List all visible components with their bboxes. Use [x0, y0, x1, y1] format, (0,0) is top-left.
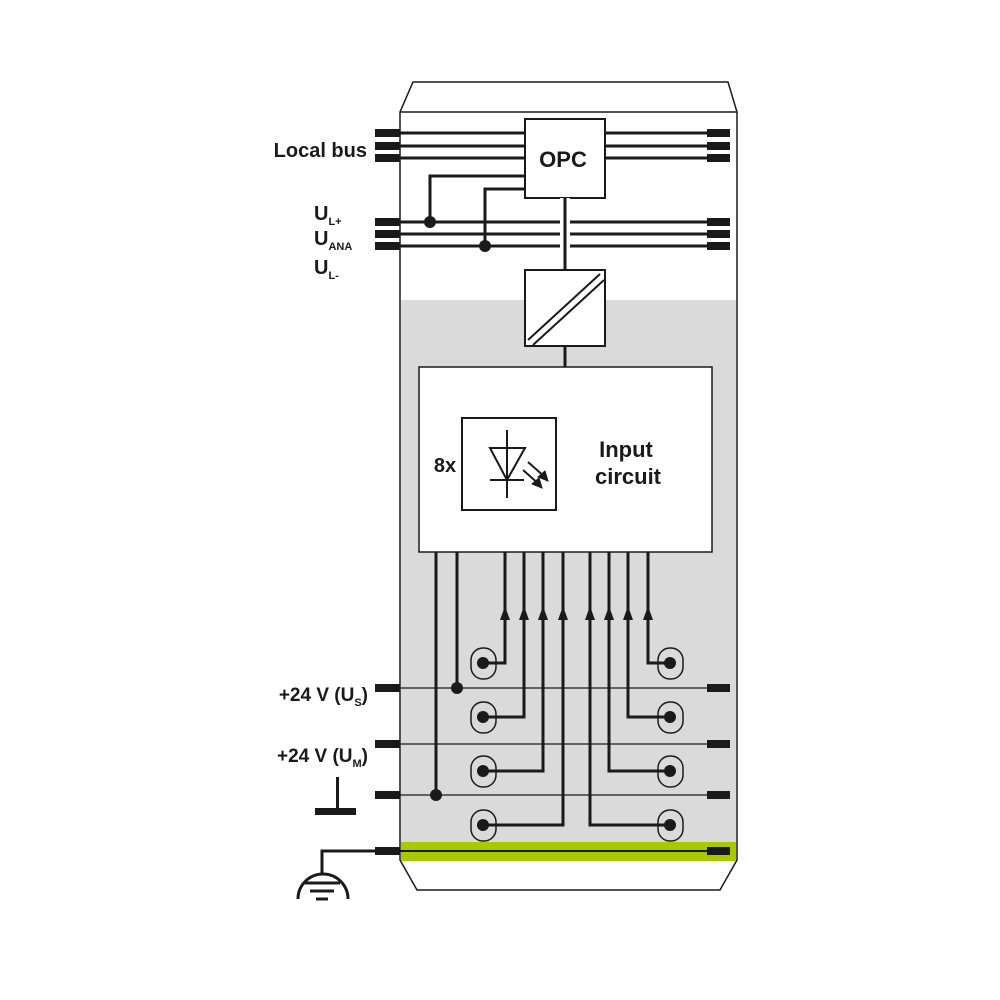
local-bus-lines: [400, 131, 710, 160]
us-label: +24 V (US): [279, 685, 368, 709]
functional-ground-icon: [315, 777, 356, 815]
optocoupler-box: [461, 417, 557, 511]
supply-lines: [400, 174, 710, 248]
opc-label: OPC: [539, 147, 587, 172]
light-arrow-icon: [531, 477, 543, 489]
junction-dots: [424, 216, 676, 831]
ul-plus-label: UL+: [314, 203, 342, 228]
local-bus-label: Local bus: [274, 140, 367, 162]
um-label: +24 V (UM): [277, 746, 368, 770]
ul-minus-label: UL-: [314, 257, 339, 282]
arrowheads: [500, 606, 653, 620]
uana-label: UANA: [314, 228, 352, 253]
connector-pins: [375, 129, 730, 855]
supply-wires: [434, 552, 459, 795]
protective-earth-icon: [296, 849, 375, 901]
multiplier-label: 8x: [434, 455, 456, 477]
light-arrow-icon: [537, 470, 549, 482]
